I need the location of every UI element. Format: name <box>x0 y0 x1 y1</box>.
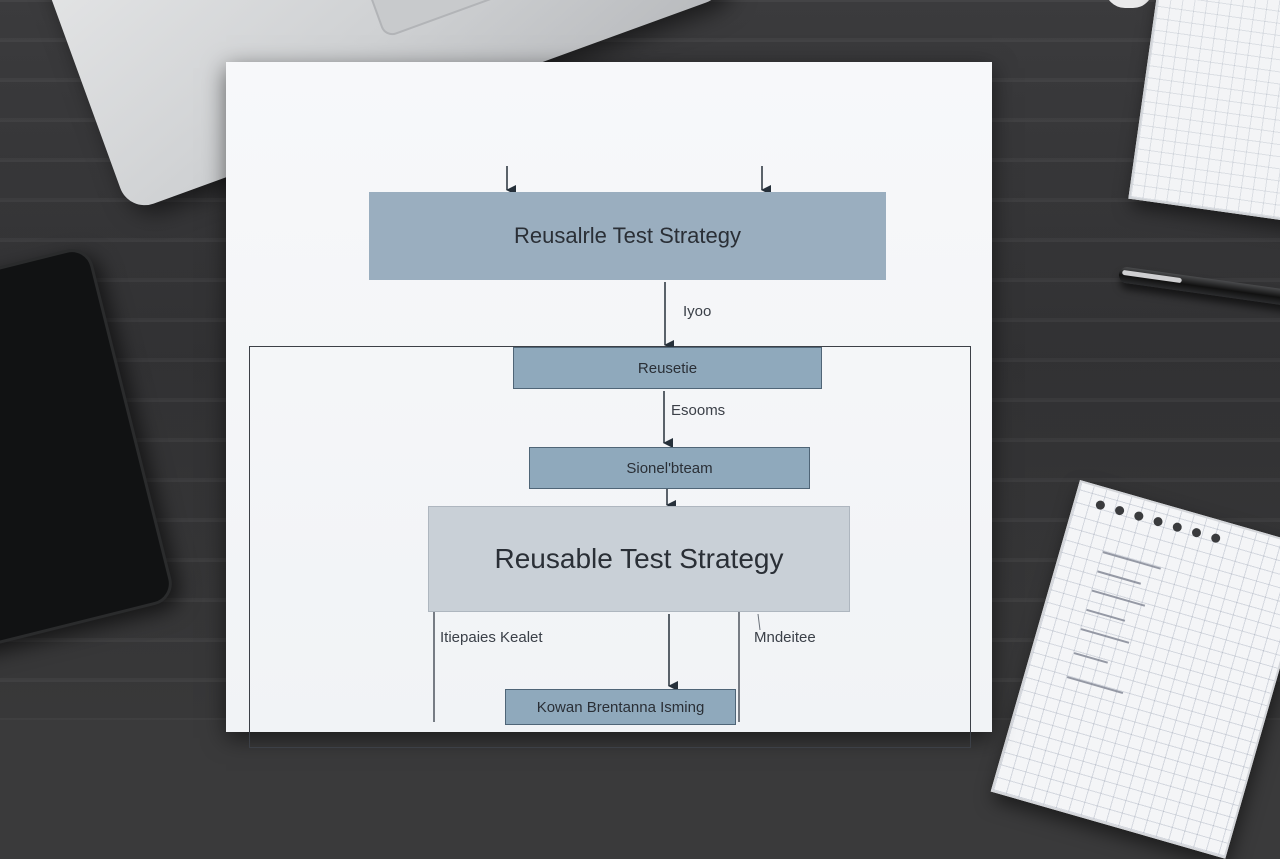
second-step-box: Sionel'bteam <box>529 447 810 489</box>
bottom-step-box: Kowan Brentanna Isming <box>505 689 736 725</box>
edge-label-2: Esooms <box>671 402 726 419</box>
first-step-box: Reusetie <box>513 347 822 389</box>
diagram-connectors <box>506 166 771 691</box>
frame-divider-left <box>433 612 435 722</box>
top-strategy-box: Reusalrle Test Strategy <box>369 192 886 280</box>
edge-label-1: Iyoo <box>683 303 712 320</box>
tick-right-label <box>757 613 761 631</box>
paper-sheet <box>226 62 992 732</box>
mug <box>1105 0 1153 8</box>
right-branch-label: Mndeitee <box>754 629 816 646</box>
middle-strategy-box: Reusable Test Strategy <box>428 506 850 612</box>
frame-divider-right <box>738 612 740 722</box>
left-branch-label: Itiepaies Kealet <box>440 629 543 646</box>
